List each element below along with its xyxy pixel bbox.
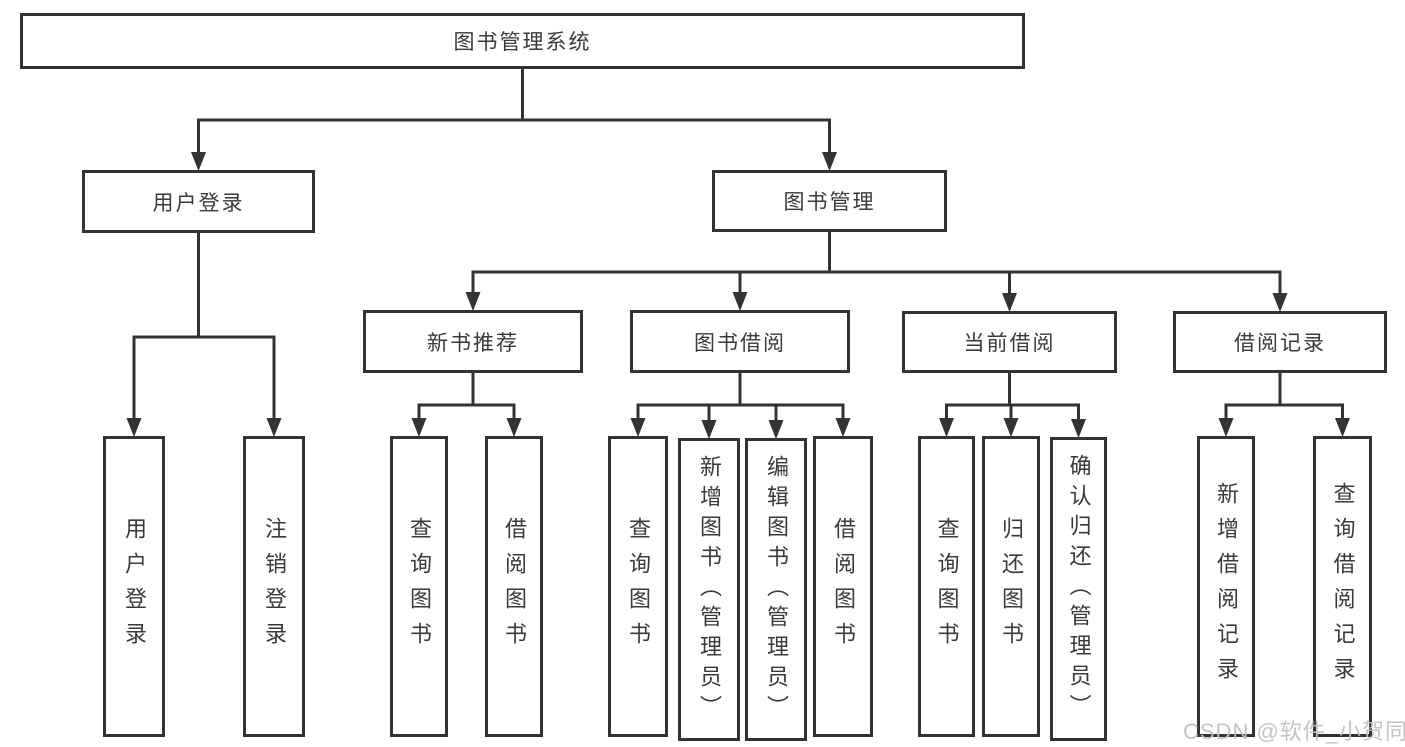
node-label: 用户登录 (122, 516, 147, 657)
node-label: 借阅图书 (831, 516, 856, 657)
node-currentBorrow: 当前借阅 (902, 311, 1117, 373)
node-userLogin: 用户登录 (82, 170, 315, 233)
node-label: 用户登录 (152, 191, 245, 215)
node-label: 查询图书 (626, 516, 651, 657)
node-confirmReturn: 确认归还（管理员） (1050, 437, 1107, 741)
node-label: 借阅图书 (502, 516, 527, 657)
node-leafUserLogin: 用户登录 (103, 436, 165, 737)
node-label: 新增借阅记录 (1214, 481, 1239, 692)
node-root: 图书管理系统 (20, 13, 1025, 69)
node-label: 新增图书（管理员） (697, 454, 722, 725)
node-addBooks: 新增图书（管理员） (678, 438, 740, 741)
node-returnBooks: 归还图书 (982, 436, 1040, 737)
node-label: 编辑图书（管理员） (764, 454, 789, 725)
node-label: 当前借阅 (963, 332, 1056, 355)
node-borrowBooks2: 借阅图书 (813, 436, 873, 737)
node-borrowRecords: 借阅记录 (1173, 311, 1387, 373)
node-borrowBooks1: 借阅图书 (485, 436, 543, 737)
node-editBooks: 编辑图书（管理员） (745, 438, 807, 741)
node-queryBooks1: 查询图书 (390, 436, 448, 737)
node-leafLogout: 注销登录 (243, 436, 305, 737)
node-queryBooks3: 查询图书 (918, 436, 975, 737)
node-label: 图书借阅 (694, 331, 786, 355)
watermark: CSDN @软件_小贺同学 (1183, 719, 1405, 744)
node-queryBooks2: 查询图书 (608, 436, 668, 737)
node-label: 新书推荐 (427, 331, 519, 355)
node-label: 查询图书 (934, 516, 960, 657)
node-newRec: 新书推荐 (363, 310, 583, 373)
node-label: 借阅记录 (1234, 332, 1326, 355)
node-bookBorrow: 图书借阅 (630, 310, 850, 373)
node-bookMgmt: 图书管理 (712, 170, 947, 232)
node-addBorrowRec: 新增借阅记录 (1197, 436, 1255, 737)
node-label: 查询借阅记录 (1330, 481, 1356, 692)
node-label: 图书管理系统 (453, 31, 592, 54)
node-label: 确认归还（管理员） (1066, 454, 1092, 724)
node-queryBorrowRec: 查询借阅记录 (1313, 436, 1372, 737)
node-label: 图书管理 (783, 191, 876, 214)
node-label: 注销登录 (262, 516, 287, 657)
node-label: 查询图书 (407, 516, 432, 657)
node-label: 归还图书 (999, 516, 1024, 657)
